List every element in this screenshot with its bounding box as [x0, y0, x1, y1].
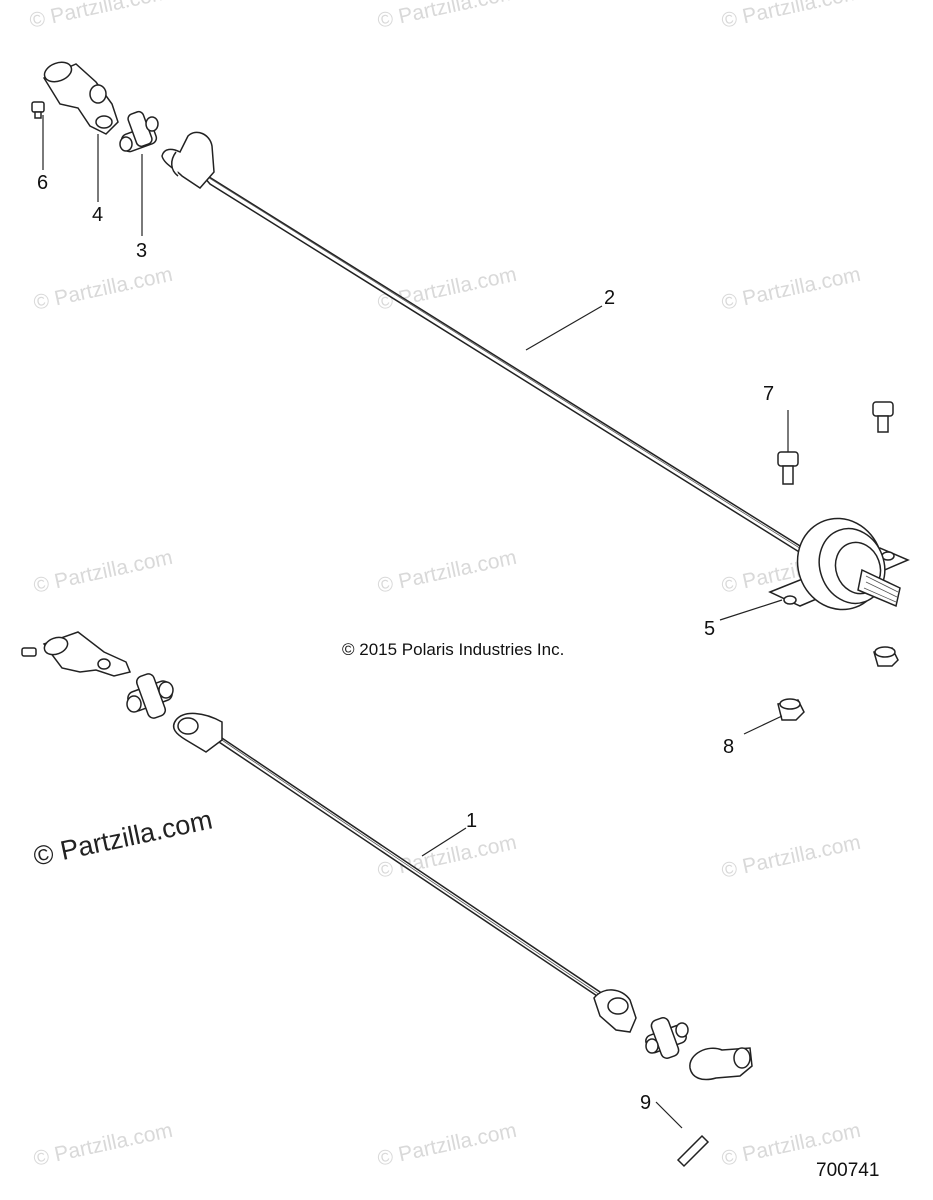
callout-4: 4: [92, 204, 104, 226]
callout-7: 7: [763, 383, 775, 405]
figure-number: 700741: [816, 1160, 880, 1181]
roll-pin: [676, 1134, 710, 1168]
leader-line: [719, 599, 783, 621]
drive-shaft-front: [172, 712, 637, 1033]
callout-3: 3: [136, 240, 148, 262]
callout-6: 6: [37, 172, 49, 194]
u-joint-front: [126, 673, 174, 719]
leader-line: [743, 715, 783, 735]
drive-shaft-rear: [161, 131, 813, 561]
u-joint-rear: [645, 1017, 689, 1059]
end-yoke: [689, 1047, 753, 1081]
carrier-bearing: [768, 517, 910, 611]
callout-1: 1: [466, 810, 478, 832]
slip-yoke: [42, 61, 119, 135]
grease-fitting-front: [21, 647, 37, 657]
bolt: [777, 451, 799, 485]
leader-line: [421, 827, 467, 857]
bolt: [872, 401, 894, 433]
callout-8: 8: [723, 736, 735, 758]
callout-9: 9: [640, 1092, 652, 1114]
grease-fitting: [31, 101, 45, 119]
nut: [777, 698, 805, 721]
leader-line: [525, 305, 603, 351]
nut: [873, 646, 899, 667]
callout-2: 2: [604, 287, 616, 309]
leader-line: [655, 1101, 683, 1129]
slip-yoke-front: [42, 631, 132, 677]
copyright-notice: © 2015 Polaris Industries Inc.: [342, 640, 565, 659]
u-joint: [119, 110, 159, 153]
callout-5: 5: [704, 618, 716, 640]
